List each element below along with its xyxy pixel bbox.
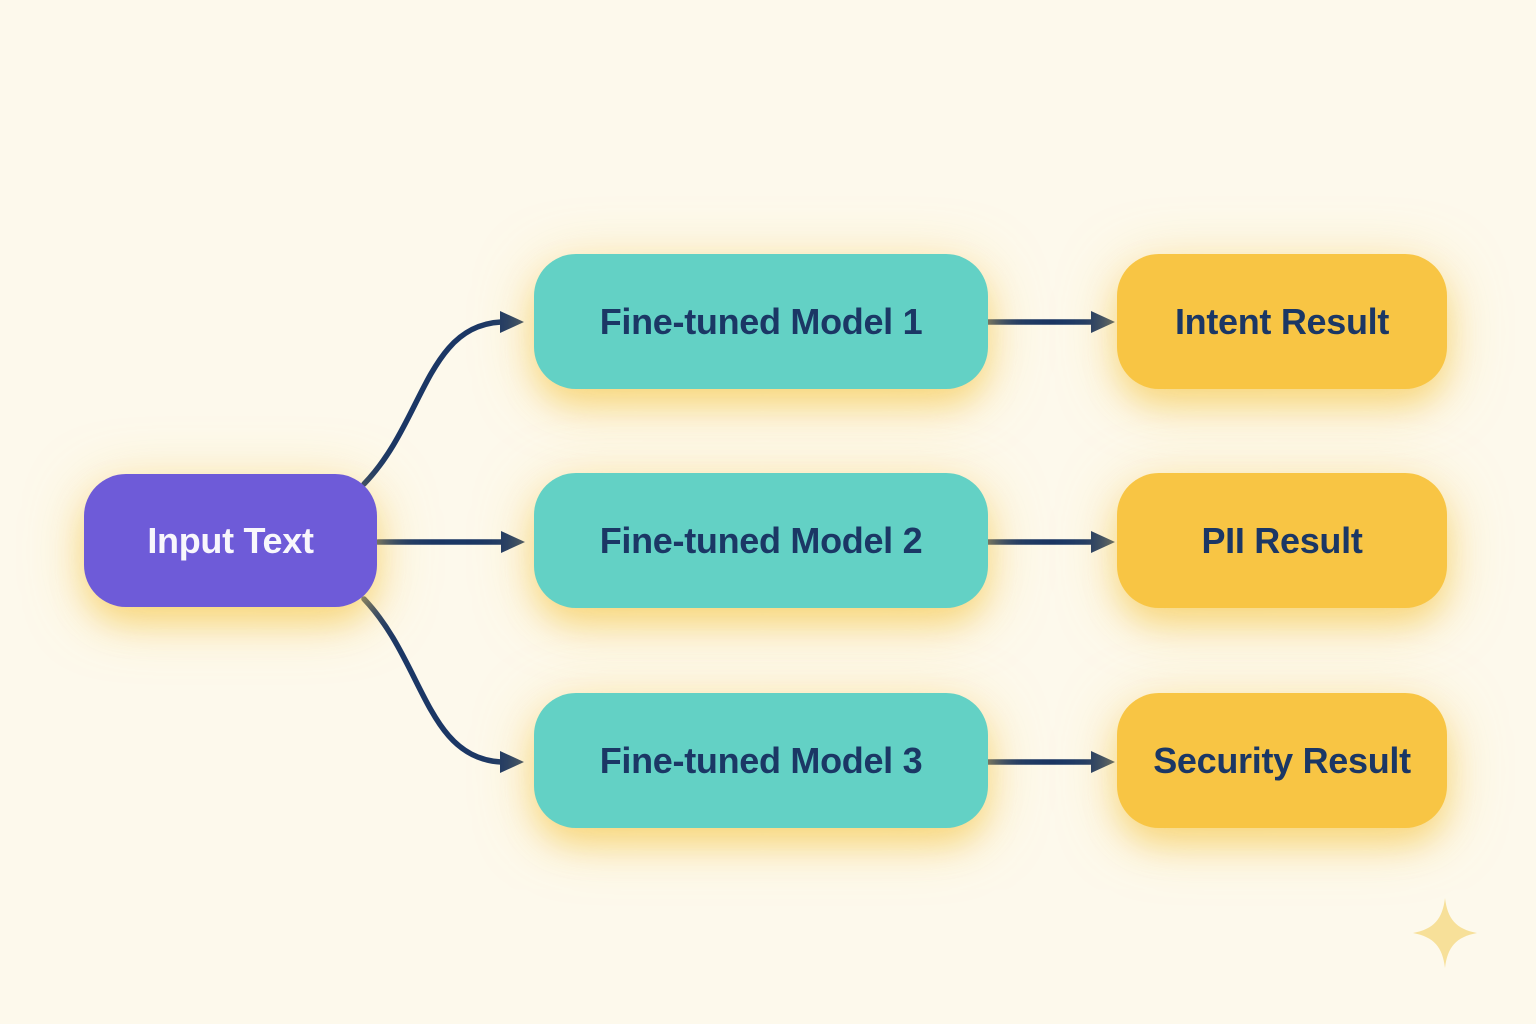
- node-security-result-label: Security Result: [1153, 739, 1411, 781]
- node-fine-tuned-model-1: Fine-tuned Model 1: [534, 254, 988, 389]
- arrowhead-model-1-to-intent-icon: [1091, 311, 1115, 333]
- node-pii-result-label: PII Result: [1201, 519, 1363, 561]
- arrow-input-to-model-3: [361, 596, 504, 765]
- arrow-input-to-model-1: [361, 319, 504, 487]
- arrowhead-input-to-model-1-icon: [500, 311, 524, 333]
- node-fine-tuned-model-2: Fine-tuned Model 2: [534, 473, 988, 608]
- node-intent-result: Intent Result: [1117, 254, 1447, 389]
- node-pii-result: PII Result: [1117, 473, 1447, 608]
- node-intent-result-label: Intent Result: [1174, 300, 1390, 342]
- node-fine-tuned-model-3-label: Fine-tuned Model 3: [599, 739, 923, 781]
- sparkle-icon: [1413, 898, 1477, 968]
- node-fine-tuned-model-2-label: Fine-tuned Model 2: [599, 519, 923, 561]
- node-input-text: Input Text: [84, 474, 377, 607]
- node-security-result: Security Result: [1117, 693, 1447, 828]
- arrowhead-model-3-to-security-icon: [1091, 751, 1115, 773]
- node-fine-tuned-model-3: Fine-tuned Model 3: [534, 693, 988, 828]
- node-fine-tuned-model-1-label: Fine-tuned Model 1: [599, 300, 923, 342]
- node-input-text-label: Input Text: [147, 519, 314, 561]
- arrowhead-input-to-model-2-icon: [501, 531, 525, 553]
- arrowhead-input-to-model-3-icon: [500, 751, 524, 773]
- arrowhead-model-2-to-pii-icon: [1091, 531, 1115, 553]
